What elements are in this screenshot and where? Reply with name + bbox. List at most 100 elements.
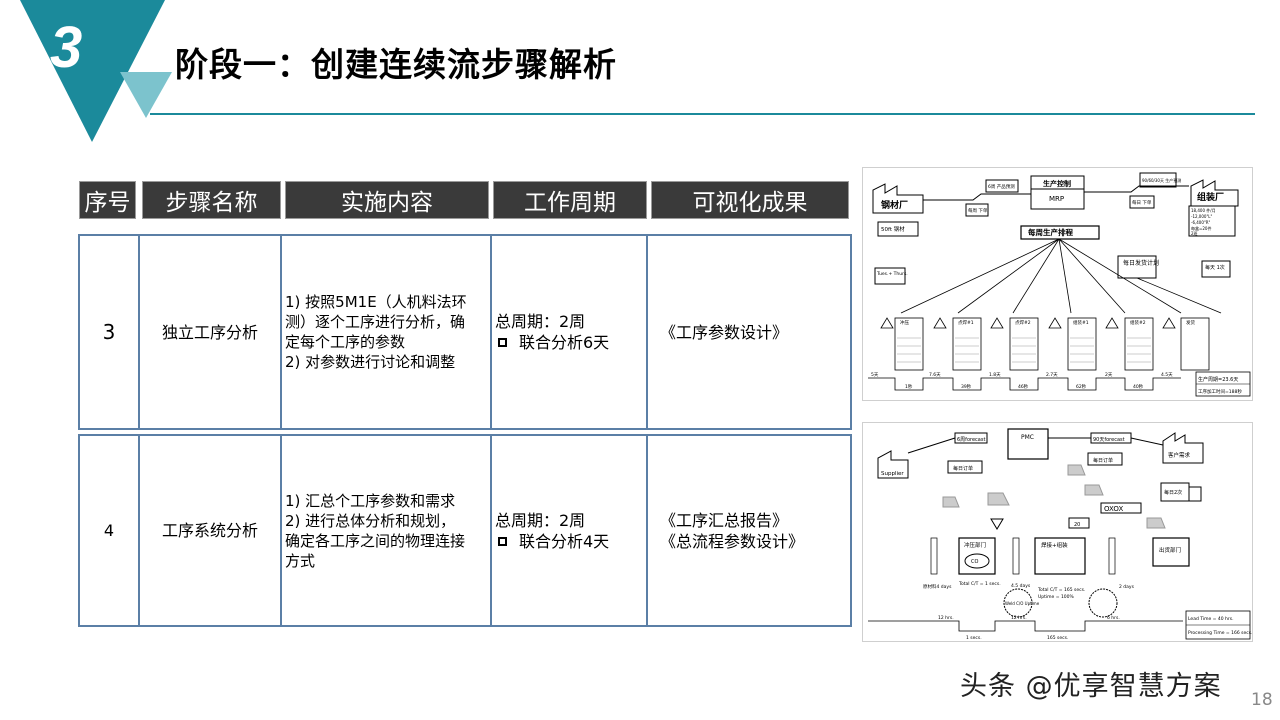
process-label: 组装#2 [1130, 319, 1146, 326]
table-row-1-results: 《工序参数设计》 [646, 234, 852, 430]
vsm-forecast-left: 6周forecast [957, 437, 985, 443]
table-row-1-name: 独立工序分析 [138, 234, 282, 430]
timeline-hr: 12 hrs. [1011, 615, 1027, 621]
inventory-triangle-icons [880, 317, 1176, 329]
vsm-steel-truck: 50ft 钢材 [881, 225, 905, 233]
timeline-ladder [868, 620, 1183, 632]
vsm-wip-days: 4.5 days [1011, 583, 1031, 589]
vsm-supplier: Supplier [881, 471, 904, 477]
watermark-text: 头条 @优享智慧方案 [960, 671, 1222, 702]
truck-icon [874, 267, 906, 285]
vsm-lead-time: 生产周期=23.6天 [1198, 376, 1238, 383]
vsm-weld-co: Weld C/O Uptime [1005, 601, 1040, 606]
table-row-1-content: 1) 按照5M1E（人机料法环 测）逐个工序进行分析，确 定每个工序的参数 2)… [280, 234, 492, 430]
header-index: 序号 [79, 181, 136, 219]
step-name: 独立工序分析 [161, 322, 258, 342]
step-name: 工序系统分析 [161, 521, 258, 540]
timeline-day: 2天 [1105, 372, 1113, 378]
demand-line: 18,400 件/月 [1191, 207, 1216, 213]
content-line: 方式 [285, 551, 316, 570]
process-label: 组装#1 [1073, 319, 1089, 326]
header-step-name: 步骤名称 [142, 181, 281, 219]
checkbox-icon [498, 338, 507, 347]
section-number: 3 [50, 15, 83, 80]
vsm-production-control: 生产控制 [1043, 179, 1071, 188]
kaizen-burst-icon [1003, 588, 1033, 618]
cycle-joint: 联合分析4天 [519, 531, 610, 551]
vsm-ct-weld: Total C/T = 165 secs. [1037, 587, 1085, 593]
vsm-mrp: MRP [1049, 195, 1064, 203]
vsm-daily-order-left: 每日订单 [953, 465, 973, 472]
timeline-day: 7.6天 [929, 372, 941, 378]
content-line: 2) 对参数进行讨论和调整 [285, 353, 456, 371]
cycle-total: 总周期：2周 [495, 312, 586, 331]
vsm-process: 出货部门 [1159, 546, 1181, 554]
customer-demand-box [1188, 205, 1236, 237]
table-row-2-content: 1) 汇总个工序参数和需求 2) 进行总体分析和规划， 确定各工序之间的物理连接… [280, 434, 492, 627]
vsm-forecast-right: 90/60/30天 生产预测 [1142, 177, 1181, 183]
checkbox-icon [498, 536, 507, 546]
process-label: 发货 [1186, 319, 1195, 326]
result-doc: 《工序汇总报告》 [660, 510, 789, 530]
timeline-sec: 62秒 [1076, 383, 1087, 390]
kanban-icon [942, 496, 960, 508]
timeline-ladder [868, 377, 1181, 391]
timeline-sec: 1 secs. [966, 635, 982, 641]
timeline-sec: 165 secs. [1047, 635, 1068, 641]
vsm-customer-label: 组装厂 [1197, 191, 1224, 203]
vsm-ship-days: 2 days [1119, 584, 1135, 590]
header-cycle: 工作周期 [493, 181, 647, 219]
vsm-pmc: PMC [1021, 434, 1034, 441]
vsm-process: 焊接+组装 [1041, 541, 1068, 549]
header-results: 可视化成果 [651, 181, 849, 219]
truck-icon [1201, 260, 1231, 278]
withdrawal-icon [990, 518, 1004, 530]
table-row-2-name: 工序系统分析 [138, 434, 282, 627]
cycle-total: 总周期：2周 [495, 510, 586, 530]
content-line: 1) 汇总个工序参数和需求 [285, 491, 456, 510]
vsm-processing-time: Processing Time = 166 secs. [1188, 630, 1253, 636]
vsm-forecast-left: 6周 产品预测 [988, 183, 1015, 190]
timeline-sec: 39秒 [961, 383, 972, 390]
demand-line: 2班 [1191, 230, 1198, 236]
kanban-icon [1084, 484, 1104, 496]
supplier-factory-icon [877, 450, 909, 479]
vsm-raw-days: 原材料4 days [923, 583, 952, 590]
vsm-weekly-order: 每周 下单 [968, 207, 988, 214]
process-label: 点焊#2 [1015, 319, 1031, 326]
vsm-batch: 20 [1074, 522, 1080, 528]
timeline-day: 2.7天 [1046, 372, 1058, 378]
vsm-weekly-schedule: 每周生产排程 [1028, 227, 1073, 237]
kanban-icon [1146, 517, 1166, 529]
timeline-sec: 1秒 [905, 383, 913, 390]
demand-line: -12,000"L" [1191, 214, 1213, 219]
result-doc: 《工序参数设计》 [660, 322, 789, 342]
timeline-day: 5天 [871, 372, 879, 378]
demand-line: -6,400"R" [1191, 220, 1211, 225]
vsm-process: 冲压部门 [964, 541, 986, 549]
timeline-day: 4.5天 [1161, 372, 1173, 378]
customer-factory-icon [1190, 179, 1239, 207]
vsm-ct-stamp: Total C/T = 1 secs. [958, 581, 1001, 587]
vsm-forecast-right: 90天forecast [1093, 437, 1125, 443]
table-row-2-index: 4 [78, 434, 140, 627]
pmc-box [1007, 428, 1049, 460]
supplier-factory-icon [872, 183, 924, 214]
timeline-hr: 12 hrs. [938, 615, 954, 621]
content-line: 确定各工序之间的物理连接 [285, 531, 466, 550]
vsm-daily-shipping: 每日发货计划 [1123, 259, 1159, 267]
timeline-hr: 6 hrs. [1107, 615, 1120, 621]
kanban-icon [987, 492, 1010, 506]
vsm-future-state-figure: PMC 6周forecast 90天forecast 每日订单 每日订单 Sup… [862, 422, 1253, 642]
vsm-daily-truck: 每天 1次 [1205, 264, 1225, 271]
row-index: 4 [103, 521, 115, 540]
result-doc: 《总流程参数设计》 [660, 531, 805, 551]
content-line: 1) 按照5M1E（人机料法环 [285, 293, 467, 311]
vsm-tues-thurs: Tues.+ Thurs. [876, 271, 908, 277]
vsm-truck-label: 每日2次 [1164, 489, 1182, 496]
process-label: 冲压 [900, 319, 909, 326]
timeline-sec: 46秒 [1018, 383, 1029, 390]
vsm-oxox: OXOX [1104, 505, 1123, 513]
vsm-daily-order: 每日 下单 [1132, 199, 1152, 206]
row-index: 3 [102, 319, 116, 344]
